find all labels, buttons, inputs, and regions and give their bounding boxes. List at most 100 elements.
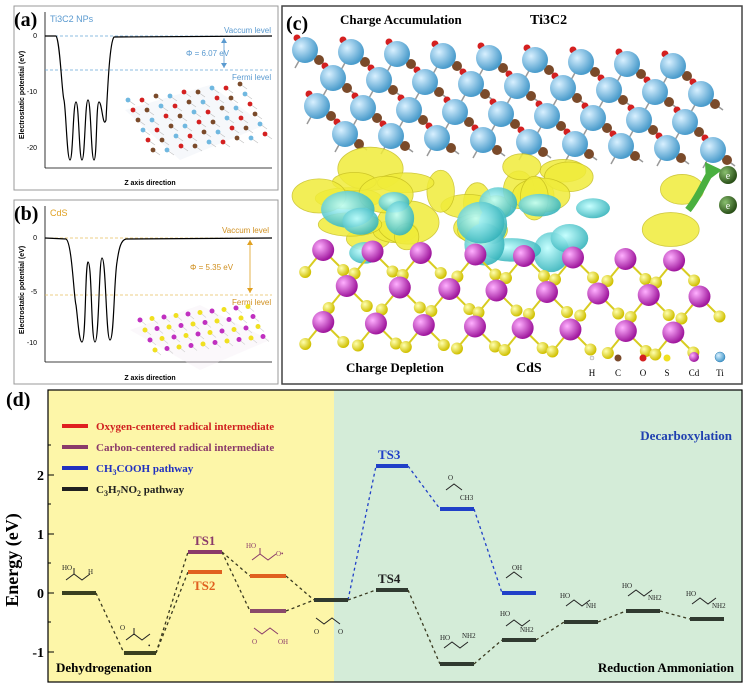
legend-cd: Cd xyxy=(689,368,700,378)
atom xyxy=(322,302,335,314)
charge-accumulation-isosurface xyxy=(502,153,542,181)
svg-text:H: H xyxy=(88,568,93,576)
panel-a-phi: Φ = 6.07 eV xyxy=(186,49,230,58)
atom xyxy=(434,267,447,279)
atom xyxy=(332,121,358,147)
svg-text:O: O xyxy=(314,628,319,636)
atom xyxy=(237,81,243,87)
atom xyxy=(624,311,637,323)
atom xyxy=(360,300,373,312)
atom xyxy=(372,113,382,123)
atom xyxy=(682,71,692,81)
atom xyxy=(688,274,701,287)
atom xyxy=(337,336,350,348)
panel-b-fermi: Fermi level xyxy=(232,298,271,307)
atom xyxy=(662,309,675,321)
legend-ch3cooh: CH3COOH pathway xyxy=(96,463,194,477)
svg-text:NH2: NH2 xyxy=(520,626,534,634)
panel-b-xlabel: Z axis direction xyxy=(124,375,175,382)
panel-c: (c) Charge Accumulation Ti3C2 e e Charge… xyxy=(281,5,743,385)
ts1-label: TS1 xyxy=(193,533,215,548)
atom xyxy=(152,347,158,353)
atom xyxy=(231,327,237,332)
atom xyxy=(442,99,468,125)
svg-text:NH2: NH2 xyxy=(648,594,662,602)
atom xyxy=(209,85,215,91)
svg-text:HO: HO xyxy=(622,582,632,590)
atom xyxy=(476,45,502,71)
charge-depletion-isosurface xyxy=(342,207,379,235)
atom xyxy=(190,321,196,327)
atom xyxy=(556,121,566,131)
atom xyxy=(167,93,173,99)
atom xyxy=(710,99,720,109)
atom xyxy=(424,125,450,151)
panel-c-heterostructure xyxy=(291,34,736,361)
atom xyxy=(320,65,346,91)
panel-d-ytick: -1 xyxy=(32,646,44,661)
atom xyxy=(580,105,606,131)
electron-label: e xyxy=(726,171,731,182)
atom xyxy=(137,317,143,323)
atom xyxy=(537,270,550,282)
atom xyxy=(375,303,388,316)
atom xyxy=(434,87,444,97)
legend-oxygen: Oxygen-centered radical intermediate xyxy=(96,421,274,433)
panel-b-ylabel: Electrostatic potential (eV) xyxy=(19,246,26,334)
atom xyxy=(364,312,387,335)
molecule: OH xyxy=(505,564,523,579)
panel-c-depletion: Charge Depletion xyxy=(346,360,445,375)
atom xyxy=(219,328,225,334)
atom xyxy=(637,284,660,306)
panel-b-ytick: 0 xyxy=(33,235,37,242)
atom xyxy=(191,109,197,115)
svg-text:•: • xyxy=(148,642,151,650)
electron-label: e xyxy=(726,201,731,212)
atom xyxy=(492,145,502,155)
charge-accumulation-isosurface xyxy=(426,169,455,213)
atom xyxy=(649,348,662,361)
atom xyxy=(159,336,165,341)
atom xyxy=(335,275,358,297)
atom xyxy=(248,335,254,341)
atom xyxy=(694,127,704,137)
svg-text:NH2: NH2 xyxy=(712,602,726,610)
molecule: HO NH2 xyxy=(622,582,662,602)
panel-b-phi: Φ = 5.35 eV xyxy=(190,263,234,272)
atom xyxy=(248,135,254,141)
atom xyxy=(187,133,193,139)
atom xyxy=(197,310,203,315)
panel-c-top-material: Ti3C2 xyxy=(530,13,567,28)
svg-text:O: O xyxy=(338,628,343,636)
atom xyxy=(252,111,258,117)
atom xyxy=(700,137,726,163)
atom xyxy=(399,341,412,353)
atom xyxy=(485,279,508,302)
atom xyxy=(161,314,167,320)
atom-legend: H C O S Cd Ti xyxy=(589,351,726,378)
atom xyxy=(299,338,312,350)
pathway-connectors xyxy=(95,465,691,665)
atom xyxy=(185,311,191,317)
atom xyxy=(438,278,461,300)
panel-d: (d) -1 0 1 2 Energy (eV) Oxygen-centered… xyxy=(2,389,743,683)
panel-d-ytick: 1 xyxy=(37,528,44,543)
atom xyxy=(384,41,410,67)
atom xyxy=(614,320,637,342)
atom xyxy=(488,101,514,127)
panel-a-vacuum: Vaccum level xyxy=(224,26,271,35)
atom xyxy=(260,334,266,339)
svg-text:OH: OH xyxy=(512,564,522,572)
atom xyxy=(192,143,198,149)
panel-a: (a) Ti3C2 NPs Vaccum level Fermi level Φ… xyxy=(13,5,279,191)
atom xyxy=(412,69,438,95)
atom xyxy=(178,323,184,328)
atom xyxy=(243,325,249,331)
atom xyxy=(472,306,485,319)
atom xyxy=(164,147,170,153)
